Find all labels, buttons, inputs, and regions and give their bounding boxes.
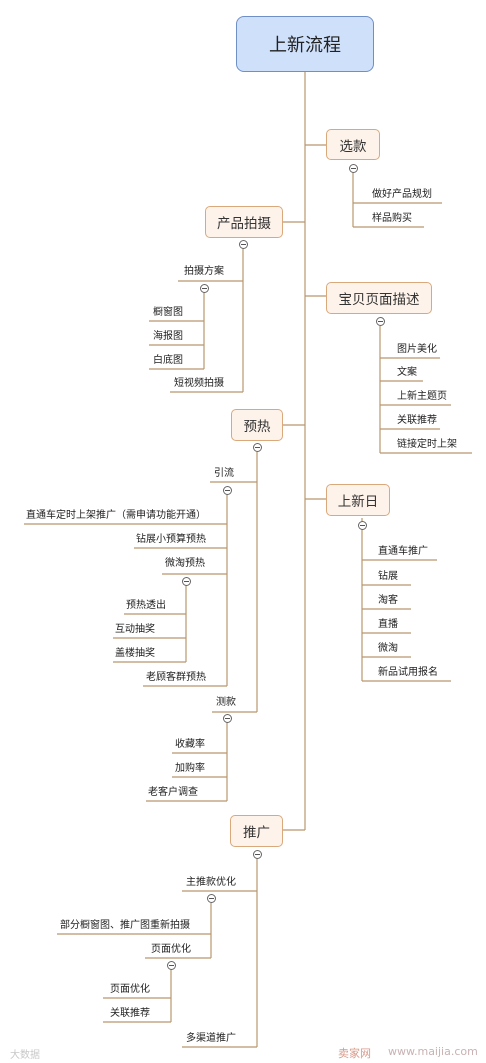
- leaf-item: 图片美化: [397, 344, 437, 355]
- watermark-left: 大数据: [10, 1050, 40, 1061]
- branch-node-xuankuan[interactable]: 选款: [326, 129, 380, 160]
- group-label: 测款: [216, 697, 236, 708]
- group-label: 主推款优化: [186, 877, 236, 888]
- leaf-item: 部分橱窗图、推广图重新拍摄: [60, 920, 190, 931]
- branch-node-baobei[interactable]: 宝贝页面描述: [326, 282, 432, 314]
- collapse-icon[interactable]: [167, 961, 176, 970]
- collapse-icon[interactable]: [200, 284, 209, 293]
- leaf-item: 微淘预热: [165, 558, 205, 569]
- leaf-item: 页面优化: [151, 944, 191, 955]
- leaf-item: 上新主题页: [397, 391, 447, 402]
- branch-node-shangxinri[interactable]: 上新日: [326, 484, 390, 516]
- leaf-item: 链接定时上架: [397, 439, 457, 450]
- collapse-icon[interactable]: [376, 317, 385, 326]
- leaf-item: 钻展小预算预热: [136, 534, 206, 545]
- group-label: 拍摄方案: [184, 266, 224, 277]
- leaf-item: 页面优化: [110, 984, 150, 995]
- leaf-item: 多渠道推广: [186, 1033, 236, 1044]
- leaf-item: 淘客: [378, 595, 398, 606]
- leaf-item: 文案: [397, 367, 417, 378]
- leaf-item: 收藏率: [175, 739, 205, 750]
- leaf-item: 盖楼抽奖: [115, 648, 155, 659]
- branch-node-chanpin[interactable]: 产品拍摄: [205, 206, 283, 238]
- leaf-item: 海报图: [153, 331, 183, 342]
- collapse-icon[interactable]: [207, 894, 216, 903]
- leaf-item: 加购率: [175, 763, 205, 774]
- leaf-item: 白底图: [153, 355, 183, 366]
- leaf-item: 样品购买: [372, 213, 412, 224]
- leaf-item: 直通车定时上架推广（需申请功能开通）: [26, 510, 206, 521]
- root-node-title[interactable]: 上新流程: [236, 16, 374, 72]
- collapse-icon[interactable]: [223, 714, 232, 723]
- watermark-brand: 卖家网: [338, 1047, 371, 1060]
- watermark-url: www.maijia.com: [388, 1045, 478, 1058]
- collapse-icon[interactable]: [223, 486, 232, 495]
- leaf-item: 橱窗图: [153, 307, 183, 318]
- collapse-icon[interactable]: [182, 577, 191, 586]
- leaf-item: 短视频拍摄: [174, 378, 224, 389]
- leaf-item: 老客户调查: [148, 787, 198, 798]
- collapse-icon[interactable]: [349, 164, 358, 173]
- collapse-icon[interactable]: [239, 240, 248, 249]
- leaf-item: 预热透出: [126, 600, 166, 611]
- leaf-item: 互动抽奖: [115, 624, 155, 635]
- leaf-item: 直通车推广: [378, 546, 428, 557]
- branch-node-tuiguang[interactable]: 推广: [230, 815, 283, 847]
- leaf-item: 做好产品规划: [372, 189, 432, 200]
- leaf-item: 钻展: [378, 571, 398, 582]
- branch-node-yure[interactable]: 预热: [231, 409, 283, 441]
- leaf-item: 关联推荐: [397, 415, 437, 426]
- collapse-icon[interactable]: [253, 850, 262, 859]
- leaf-item: 新品试用报名: [378, 667, 438, 678]
- group-label: 引流: [214, 468, 234, 479]
- collapse-icon[interactable]: [253, 443, 262, 452]
- leaf-item: 关联推荐: [110, 1008, 150, 1019]
- leaf-item: 微淘: [378, 643, 398, 654]
- collapse-icon[interactable]: [358, 521, 367, 530]
- leaf-item: 直播: [378, 619, 398, 630]
- leaf-item: 老顾客群预热: [146, 672, 206, 683]
